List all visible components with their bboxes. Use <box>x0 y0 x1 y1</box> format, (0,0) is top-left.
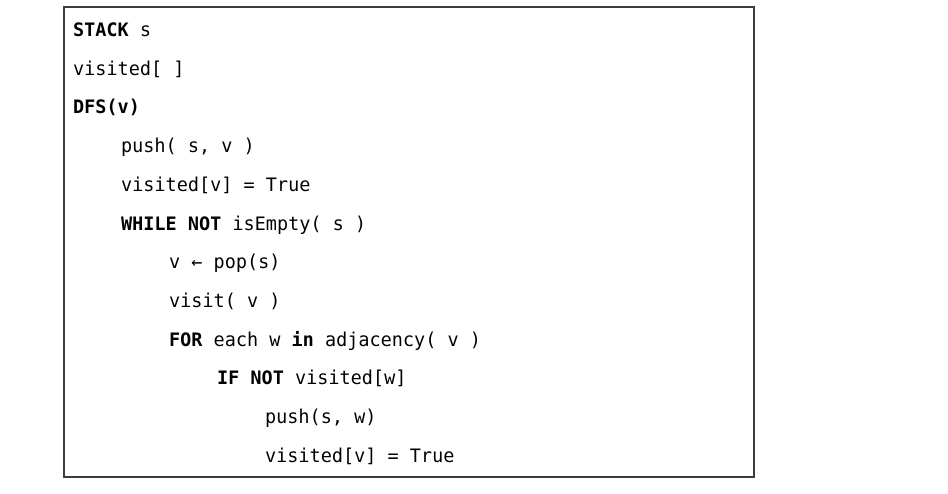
code-line: push( s, v ) <box>73 128 747 167</box>
code-line: WHILE NOT isEmpty( s ) <box>73 205 747 244</box>
code-text: isEmpty( s ) <box>221 213 367 235</box>
code-text: push( s, v ) <box>121 136 255 158</box>
code-text: s <box>128 20 151 42</box>
code-line: IF NOT visited[w] <box>73 360 747 399</box>
pseudocode-box: STACK s visited[ ] DFS(v) push( s, v ) visit… <box>63 6 755 478</box>
code-text: visited[ ] <box>73 58 185 80</box>
code-text: visited[w] <box>283 368 407 390</box>
code-text: each w <box>202 329 292 351</box>
pseudocode-lines: STACK s visited[ ] DFS(v) push( s, v ) visit… <box>73 12 747 476</box>
code-keyword: in <box>291 329 314 351</box>
code-text: visited[v] = True <box>121 174 311 196</box>
code-keyword: WHILE NOT <box>121 213 222 235</box>
code-line: push(s, w) <box>73 399 747 438</box>
code-keyword: IF NOT <box>217 368 284 390</box>
code-line: visited[v] = True <box>73 167 747 206</box>
code-line: visited[ ] <box>73 51 747 90</box>
code-line: DFS(v) <box>73 89 747 128</box>
code-text: v ← pop(s) <box>169 252 281 274</box>
code-keyword: DFS(v) <box>73 97 140 119</box>
code-text: push(s, w) <box>265 406 377 428</box>
code-text: visit( v ) <box>169 290 281 312</box>
code-line: v ← pop(s) <box>73 244 747 283</box>
code-line: visit( v ) <box>73 283 747 322</box>
code-line: FOR each w in adjacency( v ) <box>73 322 747 361</box>
code-keyword: STACK <box>73 20 129 42</box>
code-keyword: FOR <box>169 329 203 351</box>
code-text: visited[v] = True <box>265 445 455 467</box>
code-text: adjacency( v ) <box>313 329 481 351</box>
code-line: STACK s <box>73 12 747 51</box>
code-line: visited[v] = True <box>73 438 747 476</box>
